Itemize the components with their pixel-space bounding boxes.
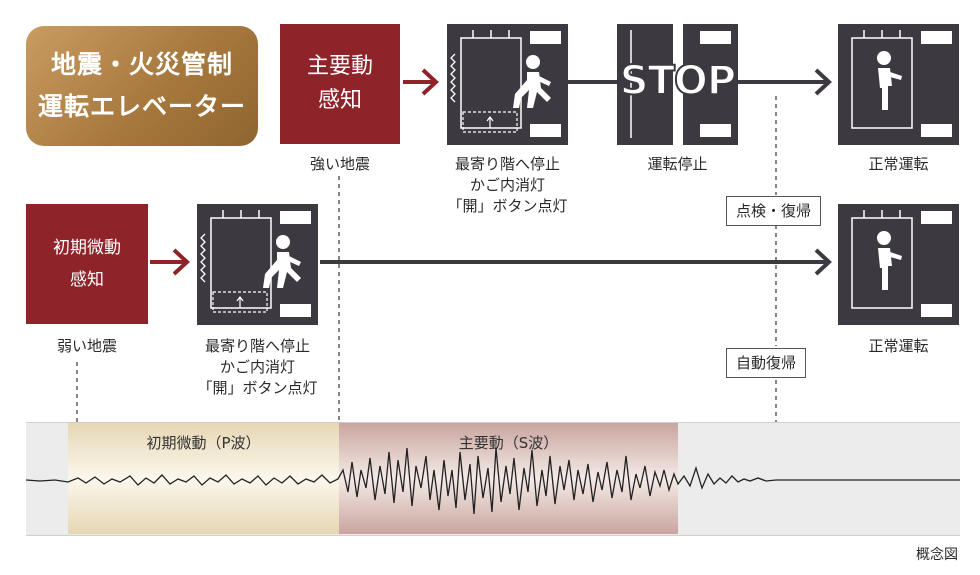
concept-note: 概念図 xyxy=(916,547,958,563)
elevator-normal-icon xyxy=(838,24,959,145)
normal-bottom-caption: 正常運転 xyxy=(868,337,929,355)
stop-frame xyxy=(630,24,731,145)
nearest-bottom-line2: かご内消灯 xyxy=(219,358,295,376)
initial-motion-line2: 感知 xyxy=(70,270,104,290)
weak-quake-caption: 弱い地震 xyxy=(56,337,117,355)
title-line1: 地震・火災管制 xyxy=(50,50,233,79)
nearest-top-line3: 「開」ボタン点灯 xyxy=(447,197,568,215)
inspect-recover-tag: 点検・復帰 xyxy=(726,196,822,226)
nearest-bottom-caption: 最寄り階へ停止 かご内消灯 「開」ボタン点灯 xyxy=(170,336,345,399)
p-wave-label: 初期微動（P波） xyxy=(146,434,261,452)
main-motion-line1: 主要動 xyxy=(306,54,373,79)
initial-motion-box: 初期微動 感知 xyxy=(26,204,148,324)
nearest-top-caption: 最寄り階へ停止 かご内消灯 「開」ボタン点灯 xyxy=(420,154,595,217)
main-motion-box: 主要動 感知 xyxy=(280,24,400,144)
seismic-waveform xyxy=(25,447,960,515)
s-wave-zone xyxy=(339,423,678,534)
arrow-stop-to-normal xyxy=(738,68,832,96)
nearest-bottom-line3: 「開」ボタン点灯 xyxy=(197,379,318,397)
main-motion-line2: 感知 xyxy=(317,88,362,113)
arrow-bottom-to-normal xyxy=(320,248,832,276)
p-wave-zone xyxy=(68,423,339,534)
normal-top-caption: 正常運転 xyxy=(868,155,929,173)
stop-text: STOP xyxy=(619,57,737,105)
nearest-top-line1: 最寄り階へ停止 xyxy=(454,155,560,173)
nearest-top-line2: かご内消灯 xyxy=(469,176,545,194)
elevator-stop-nearest-icon xyxy=(447,24,568,145)
title-box: 地震・火災管制 運転エレベーター xyxy=(26,26,258,146)
strong-quake-caption: 強い地震 xyxy=(309,155,370,173)
arrow-initial-to-nearest xyxy=(150,248,190,276)
title-line2: 運転エレベーター xyxy=(37,92,246,121)
arrow-main-to-nearest xyxy=(403,68,439,96)
nearest-bottom-line1: 最寄り階へ停止 xyxy=(204,337,310,355)
s-wave-label: 主要動（S波） xyxy=(458,434,559,452)
elevator-normal-icon-bottom xyxy=(838,204,959,325)
auto-recover-tag: 自動復帰 xyxy=(726,348,807,378)
elevator-stop-nearest-icon-bottom xyxy=(197,204,318,325)
stop-sign-icon: STOP xyxy=(617,24,738,145)
initial-motion-line1: 初期微動 xyxy=(53,238,121,258)
stop-caption: 運転停止 xyxy=(647,155,708,173)
